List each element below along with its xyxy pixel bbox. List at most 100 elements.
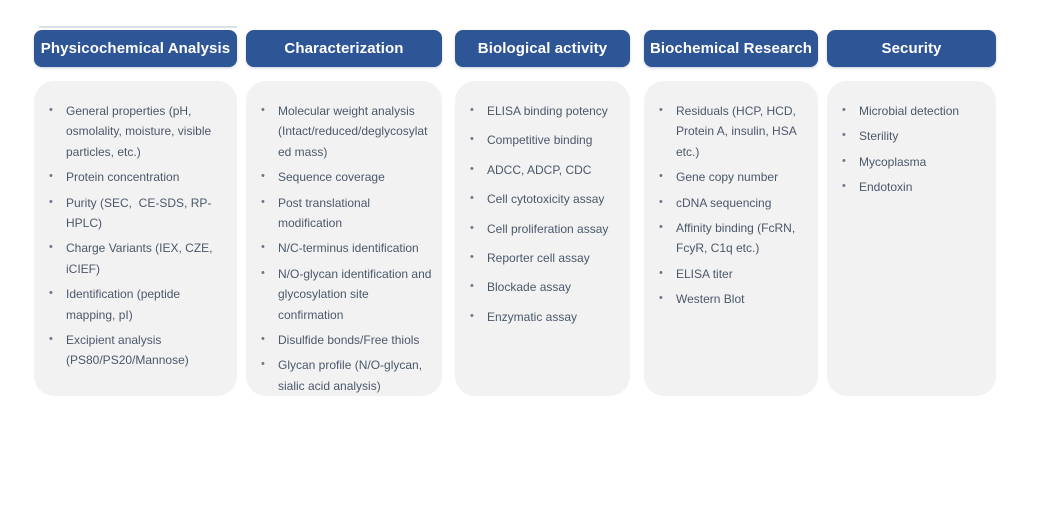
- bullet-icon: •: [470, 221, 474, 234]
- column-card: • Residuals (HCP, HCD, Protein A, insulin…: [644, 81, 818, 396]
- column-header: Biological activity: [455, 30, 630, 67]
- item-text: Residuals (HCP, HCD, Protein A, insulin,…: [676, 104, 800, 159]
- item-text: Glycan profile (N/O-glycan, sialic acid …: [278, 358, 426, 393]
- list-item: • Identification (peptide mapping, pI): [47, 284, 228, 325]
- item-text: Western Blot: [676, 292, 745, 307]
- list-item: •cDNA sequencing: [657, 193, 809, 213]
- list-item: • N/C-terminus identification: [259, 238, 433, 258]
- item-text: Blockade assay: [487, 280, 572, 295]
- item-text: Excipient analysis (PS80/PS20/Mannose): [66, 332, 189, 368]
- bullet-icon: •: [261, 195, 265, 208]
- item-text: Microbial detection: [859, 104, 960, 118]
- list-item: • Cell proliferation assay: [468, 219, 621, 239]
- column-header: Biochemical Research: [644, 30, 818, 67]
- item-text: Protein concentration: [66, 170, 180, 185]
- columns-row: Physicochemical Analysis • General proper…: [34, 30, 996, 396]
- item-text: Sequence coverage: [278, 170, 385, 185]
- item-text: Molecular weight analysis (Intact/reduce…: [278, 104, 428, 159]
- bullet-icon: •: [659, 104, 663, 116]
- item-text: N/C-terminus identification: [278, 241, 419, 256]
- bullet-icon: •: [659, 170, 663, 183]
- item-text: Enzymatic assay: [487, 309, 578, 324]
- bullet-icon: •: [470, 280, 474, 293]
- item-text: Disulfide bonds/Free thiols: [278, 332, 420, 347]
- list-item: • Molecular weight analysis (Intact/reduc…: [259, 101, 433, 162]
- bullet-icon: •: [49, 287, 53, 300]
- list-item: • Residuals (HCP, HCD, Protein A, insulin…: [657, 101, 809, 162]
- bullet-icon: •: [470, 192, 474, 205]
- bullet-icon: •: [842, 104, 846, 116]
- list-item: • Microbial detection: [840, 101, 987, 121]
- list-item: • Protein concentration: [47, 167, 228, 187]
- list-item: • Disulfide bonds/Free thiols: [259, 330, 433, 350]
- item-text: Post translational modification: [278, 195, 374, 230]
- column-biochemical-research: Biochemical Research • Residuals (HCP, HC…: [644, 30, 818, 396]
- column-card: • Molecular weight analysis (Intact/reduc…: [246, 81, 442, 396]
- list-item: •ELISA titer: [657, 264, 809, 284]
- list-item: • Endotoxin: [840, 177, 987, 197]
- column-characterization: Characterization • Molecular weight analy…: [246, 30, 442, 396]
- column-biological-activity: Biological activity • ELISA binding poten…: [455, 30, 630, 396]
- list-item: •Glycan profile (N/O-glycan, sialic acid…: [259, 355, 433, 396]
- item-text: Cell cytotoxicity assay: [487, 192, 605, 207]
- bullet-icon: •: [261, 241, 265, 254]
- item-text: ADCC, ADCP, CDC: [487, 162, 592, 177]
- list-item: • Cell cytotoxicity assay: [468, 189, 621, 209]
- bullet-icon: •: [49, 104, 53, 116]
- item-text: Mycoplasma: [859, 154, 927, 169]
- item-text: cDNA sequencing: [676, 195, 772, 210]
- list-item: • Sequence coverage: [259, 167, 433, 187]
- list-item: • Excipient analysis (PS80/PS20/Mannose): [47, 330, 228, 371]
- bullet-icon: •: [49, 170, 53, 183]
- item-list: •Microbial detection•Sterility•Mycoplasm…: [840, 101, 987, 198]
- item-text: N/O-glycan identification and glycosylat…: [278, 266, 435, 322]
- bullet-icon: •: [470, 250, 474, 263]
- item-text: Identification (peptide mapping, pI): [66, 287, 184, 322]
- bullet-icon: •: [470, 309, 474, 322]
- bullet-icon: •: [470, 104, 474, 116]
- bullet-icon: •: [842, 129, 846, 142]
- list-item: • ELISA binding potency: [468, 101, 621, 121]
- list-item: •Sterility: [840, 126, 987, 146]
- list-item: •Competitive binding: [468, 130, 621, 150]
- top-accent-line: [39, 26, 237, 28]
- bullet-icon: •: [261, 170, 265, 183]
- bullet-icon: •: [470, 162, 474, 175]
- item-list: • Residuals (HCP, HCD, Protein A, insulin…: [657, 101, 809, 310]
- list-item: •Mycoplasma: [840, 152, 987, 172]
- item-text: General properties (pH, osmolality, mois…: [66, 104, 215, 159]
- bullet-icon: •: [470, 133, 474, 146]
- item-text: Reporter cell assay: [487, 250, 590, 265]
- list-item: • Post translational modification: [259, 193, 433, 234]
- bullet-icon: •: [659, 292, 663, 305]
- column-header: Characterization: [246, 30, 442, 67]
- bullet-icon: •: [659, 266, 663, 279]
- item-text: ELISA binding potency: [487, 104, 608, 118]
- list-item: • Blockade assay: [468, 277, 621, 297]
- bullet-icon: •: [842, 180, 846, 193]
- item-list: • Molecular weight analysis (Intact/reduc…: [259, 101, 433, 396]
- bullet-icon: •: [49, 195, 53, 208]
- column-card: • General properties (pH, osmolality, moi…: [34, 81, 237, 396]
- bullet-icon: •: [659, 220, 663, 233]
- item-text: Affinity binding (FcRN, FcyR, C1q etc.): [676, 220, 799, 256]
- column-card: • ELISA binding potency •Competitive bindi…: [455, 81, 630, 396]
- item-text: Purity (SEC, CE-SDS, RP-HPLC): [66, 195, 212, 230]
- bullet-icon: •: [261, 104, 265, 116]
- list-item: • Enzymatic assay: [468, 307, 621, 327]
- list-item: •Gene copy number: [657, 167, 809, 187]
- list-item: • Affinity binding (FcRN, FcyR, C1q etc.): [657, 218, 809, 259]
- column-header: Physicochemical Analysis: [34, 30, 237, 67]
- list-item: •N/O-glycan identification and glycosyla…: [259, 264, 433, 325]
- column-card: •Microbial detection•Sterility•Mycoplasm…: [827, 81, 996, 396]
- column-header: Security: [827, 30, 996, 67]
- item-text: Cell proliferation assay: [487, 221, 609, 236]
- bullet-icon: •: [261, 332, 265, 345]
- bullet-icon: •: [49, 241, 53, 254]
- item-list: • General properties (pH, osmolality, moi…: [47, 101, 228, 371]
- item-text: Endotoxin: [859, 180, 913, 195]
- bullet-icon: •: [49, 332, 53, 345]
- column-physicochemical-analysis: Physicochemical Analysis • General proper…: [34, 30, 237, 396]
- list-item: •Charge Variants (IEX, CZE, iCIEF): [47, 238, 228, 279]
- list-item: • General properties (pH, osmolality, moi…: [47, 101, 228, 162]
